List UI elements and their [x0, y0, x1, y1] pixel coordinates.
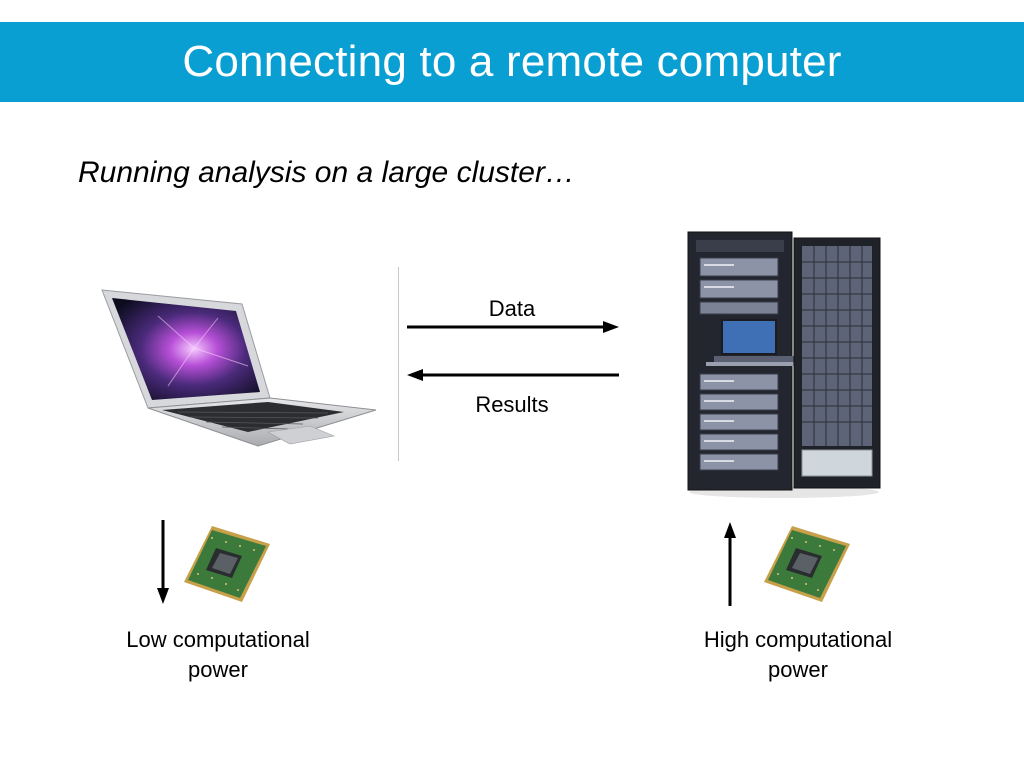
slide-subtitle: Running analysis on a large cluster… — [78, 156, 575, 189]
results-label: Results — [475, 392, 549, 417]
low-power-line1: Low computational — [126, 627, 310, 652]
cpu-chip-high-icon — [764, 526, 850, 602]
title-bar: Connecting to a remote computer — [0, 22, 1024, 102]
high-power-line2: power — [768, 657, 828, 682]
high-power-label: High computational power — [668, 625, 928, 685]
rack-monitor — [721, 319, 777, 355]
low-power-arrow — [157, 520, 169, 604]
low-power-label: Low computational power — [88, 625, 348, 685]
results-arrow — [407, 369, 619, 381]
laptop-trackpad — [267, 425, 336, 445]
cpu-chip-low-icon — [184, 526, 270, 602]
low-power-line2: power — [188, 657, 248, 682]
laptop-screen — [112, 298, 260, 400]
server-rack-illustration — [687, 231, 881, 498]
divider-line — [398, 267, 399, 461]
laptop-keyboard — [162, 402, 344, 432]
data-arrow — [407, 321, 619, 333]
laptop-illustration — [101, 289, 377, 447]
slide-title: Connecting to a remote computer — [182, 37, 842, 86]
data-label: Data — [488, 296, 536, 321]
high-power-arrow — [724, 522, 736, 606]
high-power-line1: High computational — [703, 627, 893, 652]
